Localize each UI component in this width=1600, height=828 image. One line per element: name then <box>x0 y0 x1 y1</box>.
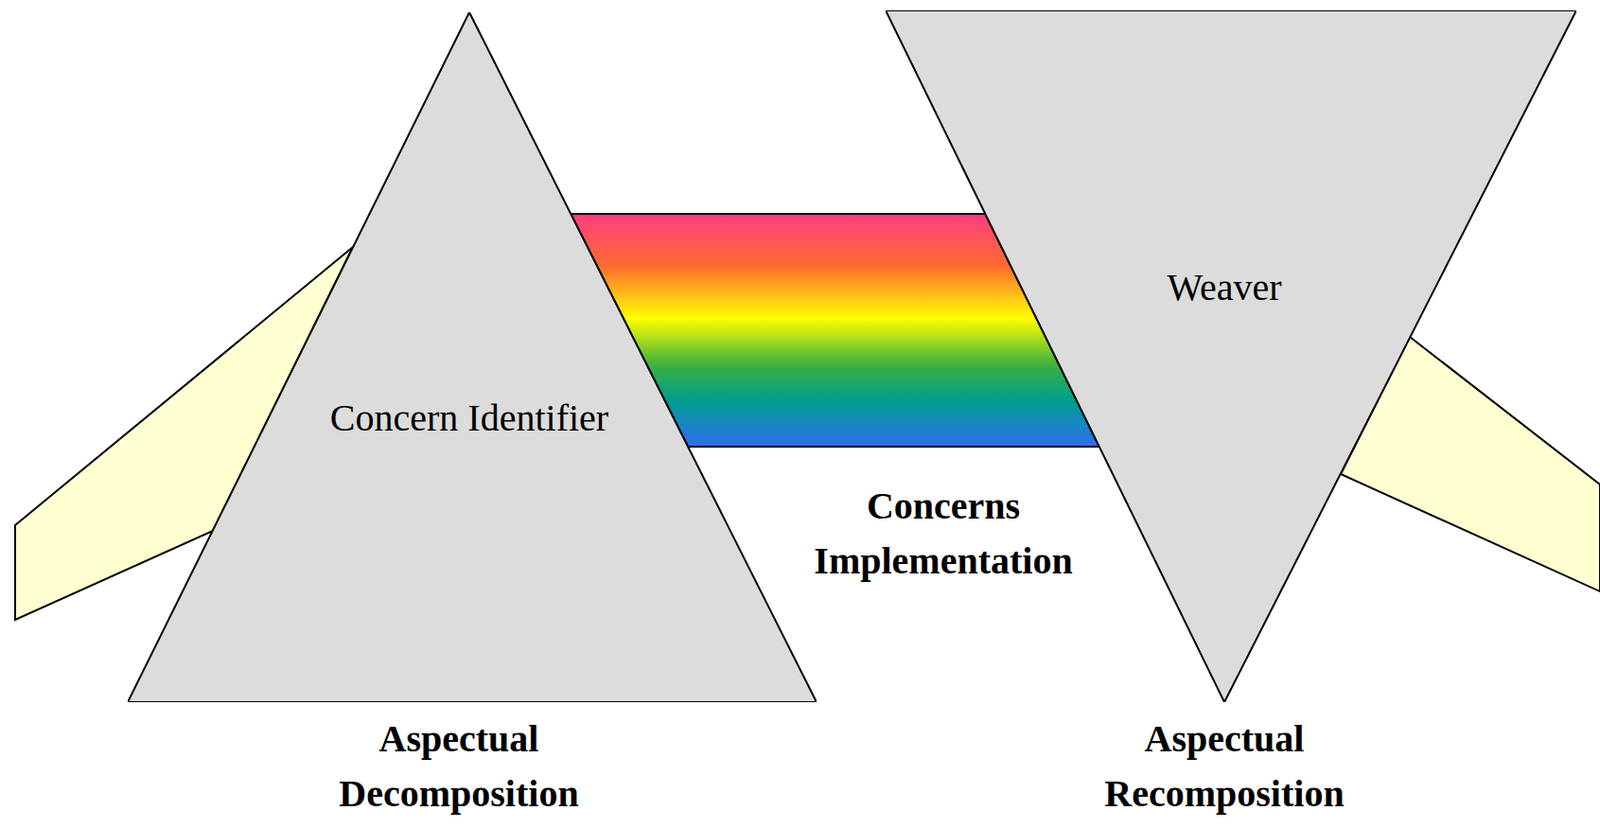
stage-label: Aspectual Recomposition <box>1068 711 1381 822</box>
prism-triangle: Weaver <box>885 10 1577 703</box>
prism-label: Weaver <box>1072 257 1376 318</box>
triangle-outline <box>127 12 817 703</box>
prism-label: Concern Identifier <box>317 387 621 449</box>
stage-label: Aspectual Decomposition <box>302 711 616 822</box>
triangle-outline <box>885 10 1577 703</box>
prism-triangle: Concern Identifier <box>127 12 817 703</box>
triangle-shape <box>127 12 817 703</box>
band-label: Concerns Implementation <box>773 478 1114 589</box>
triangle-shape <box>885 10 1577 703</box>
